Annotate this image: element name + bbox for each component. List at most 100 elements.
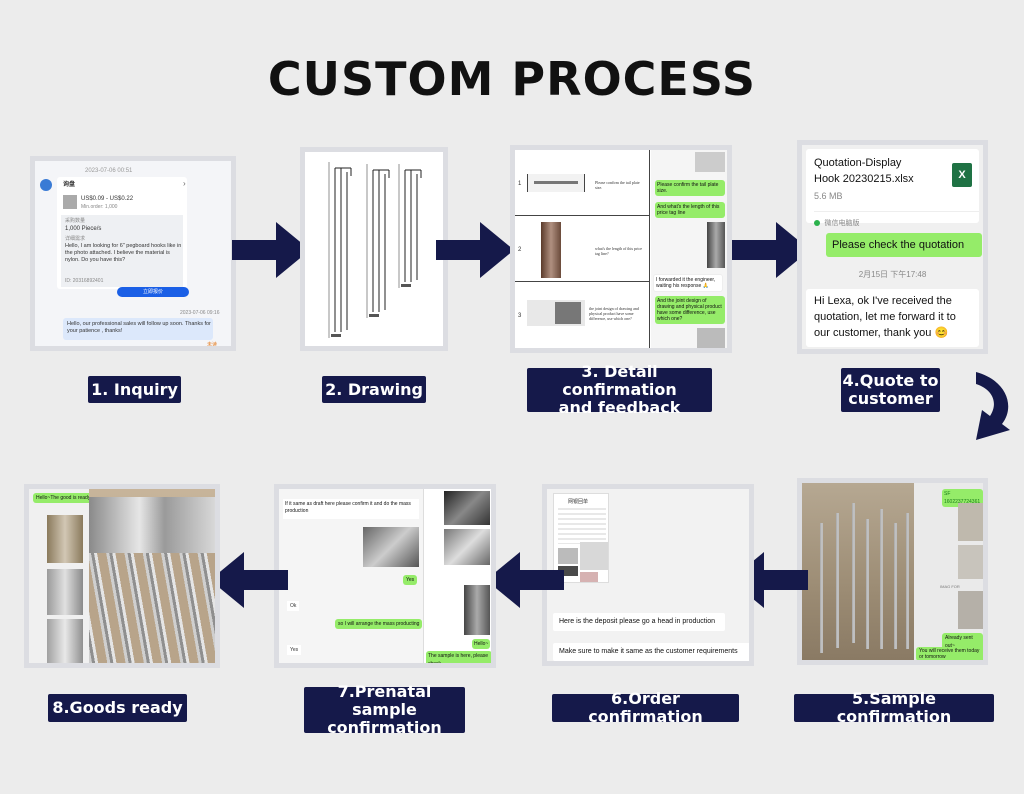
file-name-line1: Quotation-Display xyxy=(814,157,902,169)
image-caption: IMAG FOR xyxy=(940,584,960,589)
quote-now-button[interactable]: 立即报价 xyxy=(117,287,189,297)
chat-bubble-sent: Please confirm the tail plate size. xyxy=(655,180,725,196)
table-row: 1 Please confirm the tail plate size. xyxy=(515,150,650,216)
row-text: the joint design of drawing and physical… xyxy=(589,306,639,321)
product-thumbnail xyxy=(63,195,77,209)
chat-bubble-sent: And what's the length of this price tag … xyxy=(655,202,725,218)
step-7-label-line2: confirmation xyxy=(327,718,442,737)
chat-bubble-received: Ok xyxy=(287,601,300,611)
order-panel: 网银回单 Here is the deposit please go a hea… xyxy=(542,484,754,666)
chat-bubble-sent: And the joint design of drawing and phys… xyxy=(655,296,725,324)
chat-bubble-sent: Hello~The good is ready xyxy=(33,493,94,503)
prenatal-panel: If it same as draft here please confirm … xyxy=(274,484,496,668)
step-4-label-line2: customer xyxy=(848,389,933,408)
step-5-label: 5.Sample confirmation xyxy=(794,690,994,726)
step-3-label-line2: and feedback xyxy=(558,398,681,417)
price-range: US$0.09 - US$0.22 xyxy=(81,196,134,202)
chat-bubble-sent: Hello~ xyxy=(472,639,491,649)
inquiry-id: ID: 20316892401 xyxy=(65,278,104,284)
row-number: 1 xyxy=(518,181,522,187)
qty-value: 1,000 Piece/s xyxy=(65,226,102,232)
sample-photo-4 xyxy=(958,591,983,629)
file-name-line2: Hook 20230215.xlsx xyxy=(814,173,914,185)
step-4-label-line1: 4.Quote to xyxy=(842,371,939,390)
arrow-left-icon xyxy=(486,552,564,608)
qty-label: 采购数量 xyxy=(65,218,86,224)
table-row: 2 what's the length of this price tag li… xyxy=(515,216,650,282)
quote-panel: Quotation-Display Hook 20230215.xlsx 5.6… xyxy=(797,140,988,354)
chat-bubble-sent: Please check the quotation xyxy=(826,233,982,257)
row-text: what's the length of this price tag line… xyxy=(595,246,643,256)
avatar xyxy=(40,179,52,191)
reply-time: 2023-07-06 09:16 xyxy=(180,310,220,316)
chat-bubble-sent: The sample is here, please check xyxy=(426,651,491,663)
detail-panel: 1 Please confirm the tail plate size. 2 … xyxy=(510,145,732,353)
step-7-label: 7.Prenatal sample confirmation xyxy=(304,683,465,737)
inquiry-message: Hello, I am looking for 6" pegboard hook… xyxy=(65,243,182,263)
step-2-label: 2. Drawing xyxy=(322,376,426,403)
goods-photo-3 xyxy=(47,619,83,663)
bank-receipt: 网银回单 xyxy=(553,493,609,583)
arrow-right-icon xyxy=(436,222,514,278)
goods-photo-1 xyxy=(47,515,83,563)
chat-bubble-sent: Already sent out~ xyxy=(942,633,983,651)
unread-status: 未读 xyxy=(207,342,218,348)
hook-drawing xyxy=(328,162,422,338)
chat-time: 2月15日 下午17:48 xyxy=(858,270,927,279)
step-3-label-line1: 3. Detail confirmation xyxy=(562,362,677,399)
chat-bubble-received: Here is the deposit please go a head in … xyxy=(553,613,725,631)
sample-photo-3 xyxy=(958,545,983,579)
hook-photo xyxy=(527,300,585,326)
goods-panel: Hello~The good is ready xyxy=(24,484,220,668)
row-number: 3 xyxy=(518,313,522,319)
hook-photo xyxy=(541,222,561,278)
app-icon xyxy=(814,219,820,226)
arrow-right-icon xyxy=(232,222,310,278)
step-1-label: 1. Inquiry xyxy=(88,376,181,403)
excel-icon: X xyxy=(952,163,972,187)
page-title: CUSTOM PROCESS xyxy=(267,52,757,106)
chat-bubble-received: Yes xyxy=(287,645,302,655)
step-4-label: 4.Quote to customer xyxy=(841,368,940,412)
step-6-label: 6.Order confirmation xyxy=(552,690,739,726)
chat-bubble-sent: You will receive them today or tomorrow xyxy=(916,647,983,660)
arrow-right-icon xyxy=(732,222,810,278)
sample-panel: SF 1602237724361 IMAG FOR Already sent o… xyxy=(797,478,988,665)
chevron-right-icon: › xyxy=(183,179,186,188)
step-3-label: 3. Detail confirmation and feedback xyxy=(527,363,712,417)
inquiry-panel: 2023-07-06 00:51 询盘 US$0.09 - US$0.22 Mi… xyxy=(30,156,236,351)
hook-photo xyxy=(695,152,725,172)
auto-reply-bubble: Hello, our professional sales will follo… xyxy=(63,318,213,340)
auto-reply-text: Hello, our professional sales will follo… xyxy=(67,321,211,334)
row-number: 2 xyxy=(518,247,522,253)
hook-photo xyxy=(527,174,585,192)
inquiry-name: 询盘 xyxy=(63,182,76,188)
step-8-label: 8.Goods ready xyxy=(48,694,187,722)
chat-bubble-received: Hi Lexa, ok I've received the quotation,… xyxy=(806,289,979,347)
table-row: 3 the joint design of drawing and physic… xyxy=(515,282,650,348)
chat-bubble-received: I forwarded it the engineer, waiting his… xyxy=(653,274,723,292)
inquiry-detail-box: 采购数量 1,000 Piece/s 详细需求 Hello, I am look… xyxy=(61,215,183,287)
step-7-label-line1: 7.Prenatal sample xyxy=(337,682,432,719)
sample-photo xyxy=(802,483,914,660)
chat-bubble-sent: so I will arrange the mass producting xyxy=(335,619,423,629)
detail-table: 1 Please confirm the tail plate size. 2 … xyxy=(515,150,650,348)
detail-label: 详细需求 xyxy=(65,236,86,242)
receipt-title: 网银回单 xyxy=(568,499,589,505)
chat-bubble-sent: Yes xyxy=(403,575,418,585)
app-source: 微信电脑版 xyxy=(814,211,979,232)
file-card: Quotation-Display Hook 20230215.xlsx 5.6… xyxy=(806,149,979,227)
min-order: Min.order: 1,000 xyxy=(81,204,118,210)
chat-bubble-received: If it same as draft here please confirm … xyxy=(283,499,419,519)
hook-photo xyxy=(363,527,419,567)
inquiry-card: 询盘 US$0.09 - US$0.22 Min.order: 1,000 采购… xyxy=(57,177,187,289)
inquiry-time: 2023-07-06 00:51 xyxy=(85,168,133,174)
tracking-number: SF 1602237724361 xyxy=(942,489,983,507)
hook-photo xyxy=(707,222,725,268)
goods-main-photo xyxy=(89,489,215,663)
sample-photo-2 xyxy=(958,503,983,541)
chat-area: Please confirm the tail plate size. And … xyxy=(651,150,727,348)
row-text: Please confirm the tail plate size. xyxy=(595,180,640,190)
file-size: 5.6 MB xyxy=(814,191,843,201)
